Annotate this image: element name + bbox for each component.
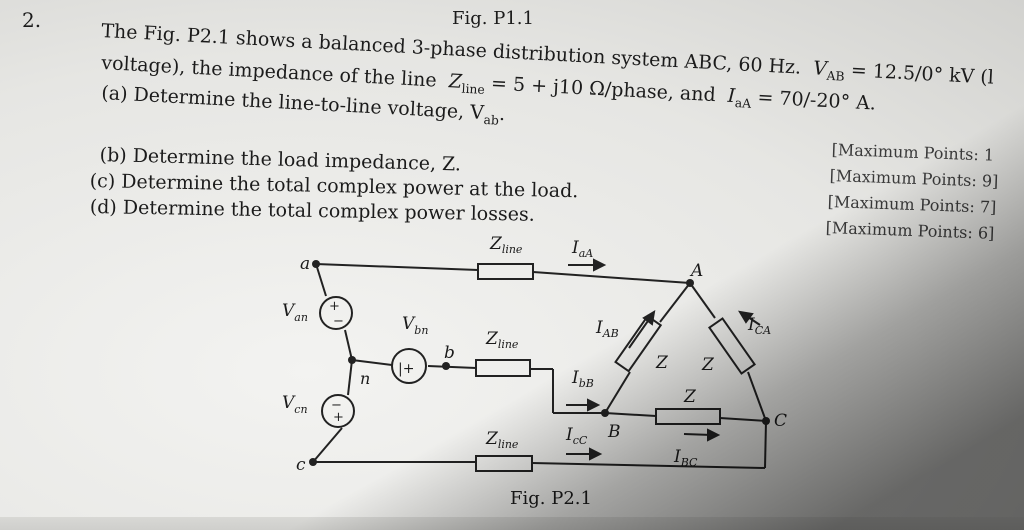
node-n-label: n <box>360 369 370 388</box>
svg-text:Vcn: Vcn <box>282 393 308 416</box>
svg-text:Z: Z <box>701 355 715 375</box>
svg-text:Zline: Zline <box>489 234 523 256</box>
svg-text:IAB: IAB <box>595 318 619 340</box>
svg-text:Zline: Zline <box>485 329 519 351</box>
svg-text:IBC: IBC <box>673 447 698 469</box>
svg-text:Vbn: Vbn <box>402 314 428 337</box>
node-b-label: b <box>444 343 455 363</box>
svg-text:IaA: IaA <box>571 238 593 260</box>
svg-text:Van: Van <box>282 301 308 324</box>
svg-text:+: + <box>333 410 344 425</box>
node-c-label: c <box>296 455 306 475</box>
svg-text:IbB: IbB <box>571 368 594 390</box>
node-a-label: a <box>300 254 310 274</box>
node-C-label: C <box>774 411 787 431</box>
svg-text:IcC: IcC <box>565 425 588 447</box>
bottom-edge <box>0 517 1024 530</box>
svg-text:|+: |+ <box>398 361 414 377</box>
svg-text:Zline: Zline <box>485 429 519 451</box>
svg-text:ICA: ICA <box>747 315 771 337</box>
svg-text:−: − <box>333 314 344 329</box>
node-A-label: A <box>689 261 703 281</box>
node-B-label: B <box>607 422 621 442</box>
svg-text:Z: Z <box>655 353 669 373</box>
svg-text:+: + <box>329 299 340 314</box>
figure-caption: Fig. P2.1 <box>510 488 592 509</box>
svg-text:Z: Z <box>683 387 697 407</box>
